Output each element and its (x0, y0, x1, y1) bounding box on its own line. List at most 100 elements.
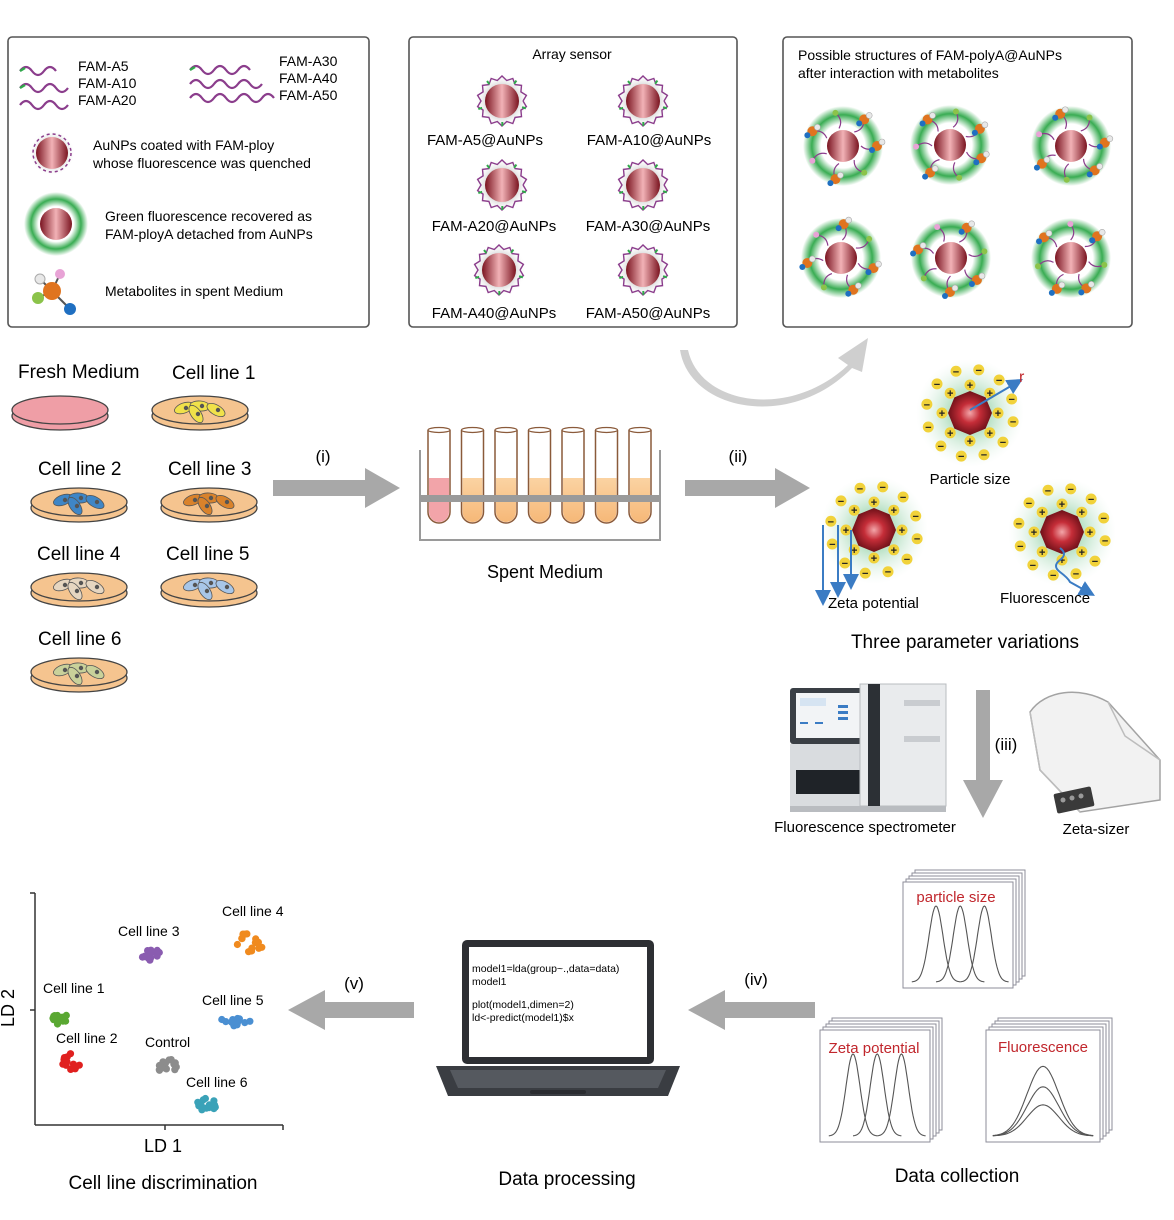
svg-text:+: + (967, 380, 973, 392)
scatter-point (50, 1012, 58, 1020)
svg-text:−: − (829, 539, 835, 551)
cell-line-5-label: Cell line 5 (166, 544, 249, 565)
cell-line-2-label: Cell line 2 (38, 459, 121, 480)
svg-text:+: + (1087, 527, 1093, 539)
cell-line-3-dish (160, 487, 258, 523)
svg-text:−: − (1073, 569, 1079, 581)
sensor-3: FAM-A20@AuNPs (432, 158, 556, 235)
scatter-point (69, 1060, 77, 1068)
radius-label: r (1019, 369, 1025, 386)
code-line-5: ld<-predict(model1)$x (472, 1012, 575, 1024)
svg-text:−: − (1092, 556, 1098, 568)
quenched-nanoparticle-icon (29, 130, 75, 176)
svg-text:−: − (914, 534, 920, 546)
test-tube-2 (460, 426, 485, 524)
svg-text:+: + (1059, 499, 1065, 511)
svg-text:−: − (1102, 536, 1108, 548)
recovered-nanoparticle-icon (24, 192, 88, 256)
fluorescence-spectrometer-icon (790, 683, 947, 812)
scatter-point (228, 1018, 236, 1026)
collection-zeta-label: Zeta potential (829, 1040, 920, 1057)
step-iii-arrow: (iii) (963, 690, 1017, 818)
zeta-potential-label: Zeta potential (828, 595, 919, 612)
svg-text:+: + (939, 408, 945, 420)
scatter-point (255, 944, 263, 952)
scatter-point (246, 1017, 254, 1025)
scatter-point (239, 930, 247, 938)
svg-text:−: − (1017, 541, 1023, 553)
svg-text:−: − (838, 496, 844, 508)
svg-text:+: + (891, 505, 897, 517)
svg-text:+: + (967, 436, 973, 448)
structure-3 (1031, 106, 1114, 186)
svg-text:−: − (1045, 485, 1051, 497)
scatter-point (210, 1105, 218, 1113)
legend-panel: FAM-A5 FAM-A10 FAM-A20 FAM-A30 FAM-A40 F… (7, 36, 370, 328)
particle-size-label: Particle size (930, 471, 1011, 488)
code-snippet: model1=lda(group~.,data=data) model1 plo… (472, 963, 619, 1024)
test-tube-1 (427, 426, 451, 524)
legend-recovered-line1: Green fluorescence recovered as (105, 208, 312, 224)
zetasizer-label: Zeta-sizer (1063, 821, 1130, 838)
svg-text:−: − (934, 379, 940, 391)
structure-2 (910, 105, 990, 185)
legend-item-a5: FAM-A5 (78, 58, 129, 74)
cluster-cell-line-2 (59, 1050, 83, 1073)
svg-text:−: − (924, 399, 930, 411)
legend-item-a20: FAM-A20 (78, 92, 137, 108)
svg-text:−: − (976, 365, 982, 377)
cluster-cell-line-3 (138, 946, 163, 964)
spectrometer-label: Fluorescence spectrometer (774, 819, 956, 836)
spent-medium-rack: Spent Medium (419, 426, 661, 582)
cell-line-3-label: Cell line 3 (168, 459, 251, 480)
code-line-1: model1=lda(group~.,data=data) (472, 963, 619, 975)
legend-quenched-line1: AuNPs coated with FAM-ploy (93, 137, 274, 153)
fluorescence-label: Fluorescence (1000, 590, 1090, 607)
sensor-label-1: FAM-A5@AuNPs (427, 132, 543, 149)
discrimination-plot: LD 1 LD 2 Cell line 1 Cell line 2 Cell l… (0, 892, 284, 1194)
svg-text:+: + (947, 428, 953, 440)
scatter-point (248, 947, 256, 955)
cell-line-2-dish (30, 487, 128, 523)
sensor-label-5: FAM-A40@AuNPs (432, 305, 556, 322)
laptop-icon (436, 940, 680, 1096)
test-tube-4 (527, 426, 552, 524)
legend-recovered-line2: FAM-ployA detached from AuNPs (105, 226, 313, 242)
spent-medium-label: Spent Medium (487, 562, 603, 582)
cluster-label-5: Cell line 5 (202, 992, 264, 1008)
cluster-label-6: Cell line 6 (186, 1074, 248, 1090)
svg-text:+: + (1079, 507, 1085, 519)
cluster-cell-line-6 (194, 1094, 219, 1114)
svg-text:−: − (1068, 484, 1074, 496)
svg-text:+: + (987, 428, 993, 440)
svg-text:+: + (851, 545, 857, 557)
svg-text:+: + (1059, 555, 1065, 567)
legend-metabolites: Metabolites in spent Medium (105, 283, 283, 299)
scatter-point (155, 1066, 163, 1074)
svg-text:−: − (953, 366, 959, 378)
svg-text:+: + (947, 388, 953, 400)
zeta-potential-stack (819, 1017, 943, 1143)
svg-text:−: − (996, 375, 1002, 387)
svg-text:+: + (899, 525, 905, 537)
test-tube-5 (561, 426, 585, 524)
sensor-6: FAM-A50@AuNPs (586, 243, 710, 322)
svg-text:−: − (1088, 494, 1094, 506)
svg-text:+: + (843, 525, 849, 537)
svg-text:+: + (1031, 527, 1037, 539)
cluster-label-2: Cell line 2 (56, 1030, 118, 1046)
svg-text:−: − (885, 567, 891, 579)
media-dishes: Fresh Medium Cell line 1 Cell line 2 Cel… (11, 362, 258, 693)
cluster-control (155, 1056, 180, 1074)
fresh-medium-label: Fresh Medium (18, 362, 139, 383)
structure-5 (910, 218, 991, 299)
svg-text:−: − (857, 483, 863, 495)
svg-text:+: + (995, 408, 1001, 420)
svg-text:+: + (851, 505, 857, 517)
collection-size-label: particle size (916, 889, 995, 906)
legend-item-a50: FAM-A50 (279, 87, 338, 103)
svg-text:+: + (1039, 507, 1045, 519)
step-i-arrow: (i) (273, 447, 400, 508)
cell-line-6-label: Cell line 6 (38, 629, 121, 650)
